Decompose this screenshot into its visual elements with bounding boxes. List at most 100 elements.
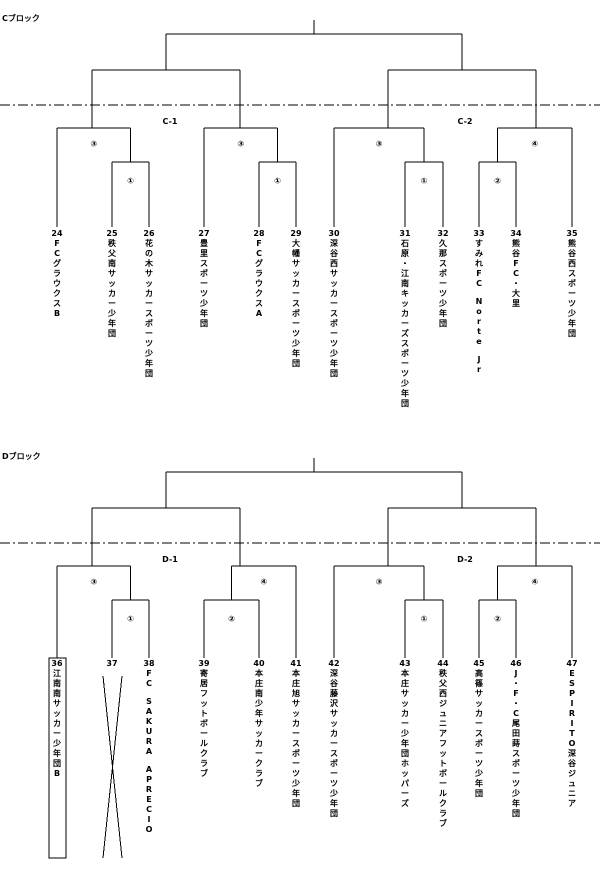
team-name-char: ー: [475, 749, 483, 758]
team-name-char: K: [146, 717, 153, 726]
team-name-char: 本: [254, 668, 263, 678]
team-name-char: U: [146, 727, 153, 736]
team-number: 39: [198, 659, 210, 668]
team-name-char: 沢: [330, 698, 339, 708]
team-name-char: ッ: [330, 279, 338, 288]
team-name-char: ポ: [512, 758, 520, 768]
team-name-char: ー: [475, 719, 483, 728]
team-name-char: B: [54, 309, 60, 318]
team-name-char: ア: [439, 729, 447, 738]
team-name-char: ー: [401, 789, 409, 798]
team-number: 24: [51, 229, 63, 238]
team-name-char: 那: [439, 249, 447, 258]
team-name-char: ツ: [200, 289, 208, 298]
team-name-char: 熊: [512, 238, 520, 248]
team-name-char: ー: [53, 729, 61, 738]
team-name-char: カ: [292, 279, 300, 288]
team-name-char: ー: [330, 299, 338, 308]
team-name-char: 年: [108, 318, 116, 328]
team-name-char: 花: [145, 238, 153, 248]
team-name-char: J: [514, 669, 518, 678]
team-name-char: ブ: [200, 768, 208, 778]
team-name-char: 年: [330, 798, 338, 808]
team-name-char: ル: [200, 739, 208, 748]
team-name-char: I: [571, 699, 574, 708]
team-name-char: R: [569, 709, 575, 718]
team-name-char: F: [476, 269, 481, 278]
team-name-char: ス: [475, 729, 483, 738]
team-number: 42: [328, 659, 339, 668]
team-name-char: 南: [401, 278, 409, 288]
team-name-char: R: [146, 785, 152, 794]
team-name-char: ュ: [439, 709, 447, 718]
team-name-char: 南: [53, 688, 61, 698]
team-name-char: 少: [291, 338, 300, 348]
team-name-char: e: [476, 337, 482, 346]
round-mark: ①: [274, 177, 281, 186]
team-name-char: ー: [108, 299, 116, 308]
team-name-char: 深: [330, 238, 338, 248]
team-name-char: 深: [330, 668, 338, 678]
team-name-char: キ: [401, 289, 409, 298]
round-mark: ①: [127, 615, 134, 624]
team-name-char: 少: [254, 698, 263, 708]
team-name-char: 西: [330, 259, 338, 268]
team-name-char: 久: [438, 238, 448, 248]
team-name-char: カ: [292, 719, 300, 728]
team-name-char: 南: [108, 258, 116, 268]
team-name-char: ー: [292, 319, 300, 328]
team-name-char: 西: [568, 259, 576, 268]
team-name-char: A: [256, 309, 263, 318]
team-name-char: ク: [439, 798, 447, 808]
team-name-char: カ: [330, 289, 338, 298]
team-number: 40: [253, 659, 265, 668]
round-mark: ③: [237, 140, 244, 149]
team-name-char: 本: [291, 668, 300, 678]
team-name-char: 団: [512, 809, 520, 818]
team-name-char: o: [476, 307, 482, 316]
team-number: 32: [437, 229, 448, 238]
team-name-char: F: [146, 669, 151, 678]
team-name-char: E: [569, 669, 574, 678]
team-name-char: 年: [292, 788, 300, 798]
team-name-char: ツ: [330, 779, 338, 788]
team-name-char: 団: [292, 799, 300, 808]
team-name-char: ス: [512, 749, 520, 758]
team-number: 30: [328, 229, 340, 238]
team-name-char: 里: [200, 249, 208, 258]
team-name-char: 江: [53, 668, 61, 678]
team-name-char: A: [146, 747, 153, 756]
team-name-char: B: [54, 769, 60, 778]
team-name-char: 大: [292, 238, 300, 248]
team-name-char: ツ: [292, 769, 300, 778]
team-name-char: ブ: [439, 818, 447, 828]
team-name-char: 庄: [255, 678, 263, 688]
team-name-char: ス: [292, 739, 300, 748]
team-name-char: み: [475, 249, 483, 258]
sub-block-label: C-1: [163, 117, 178, 126]
team-name-char: ツ: [145, 339, 153, 348]
team-name-char: ラ: [439, 809, 447, 818]
team-name-char: 父: [438, 679, 448, 688]
team-name-char: 本: [400, 668, 409, 678]
team-name-char: サ: [330, 269, 338, 278]
team-name-char: ッ: [401, 699, 409, 708]
team-name-char: 団: [475, 789, 483, 798]
team-name-char: P: [569, 689, 575, 698]
team-name-char: ッ: [108, 279, 116, 288]
team-name-char: S: [569, 679, 575, 688]
team-name-char: ス: [292, 299, 300, 308]
team-name-char: 藤: [329, 688, 339, 698]
team-name-char: 谷: [329, 248, 339, 258]
team-name-char: 田: [512, 729, 520, 738]
team-number: 25: [106, 229, 118, 238]
team-name-char: 団: [292, 359, 300, 368]
